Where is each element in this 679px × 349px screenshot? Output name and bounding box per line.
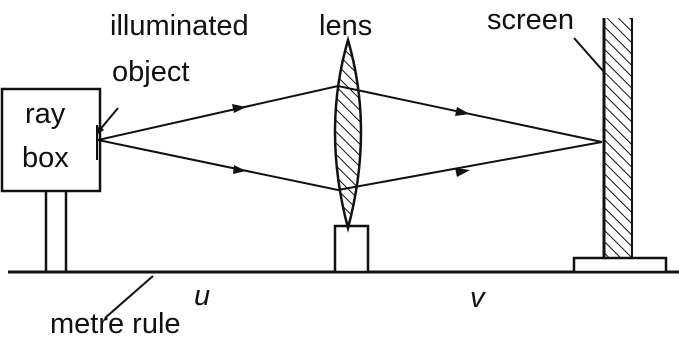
screen-label-pointer [573,37,605,73]
lens-label: lens [319,10,373,42]
illuminated-object-label-line1: illuminated [110,10,249,42]
ray-arrow-lower-left [233,165,246,174]
lens-stand [333,224,370,274]
screen-label: screen [487,4,575,36]
metre-rule-label: metre rule [50,308,181,340]
ray-arrow-upper-right [455,107,470,116]
screen-hatch [604,18,632,258]
lens-fill [335,40,361,228]
lower-light-ray [97,139,603,192]
ray-box-label-line1: ray [25,98,66,130]
image-distance-label: v [470,282,485,314]
object-distance-label: u [194,280,211,312]
upper-light-ray [97,84,603,143]
illuminated-object-label-line2: object [112,56,190,88]
metre-rule-pointer [104,275,154,319]
ray-arrow-upper-left [232,104,246,113]
ray-arrow-lower-right [455,168,470,177]
screen-base [572,256,668,274]
lens-outline [333,35,363,233]
ray-box-label-line2: box [22,142,69,174]
